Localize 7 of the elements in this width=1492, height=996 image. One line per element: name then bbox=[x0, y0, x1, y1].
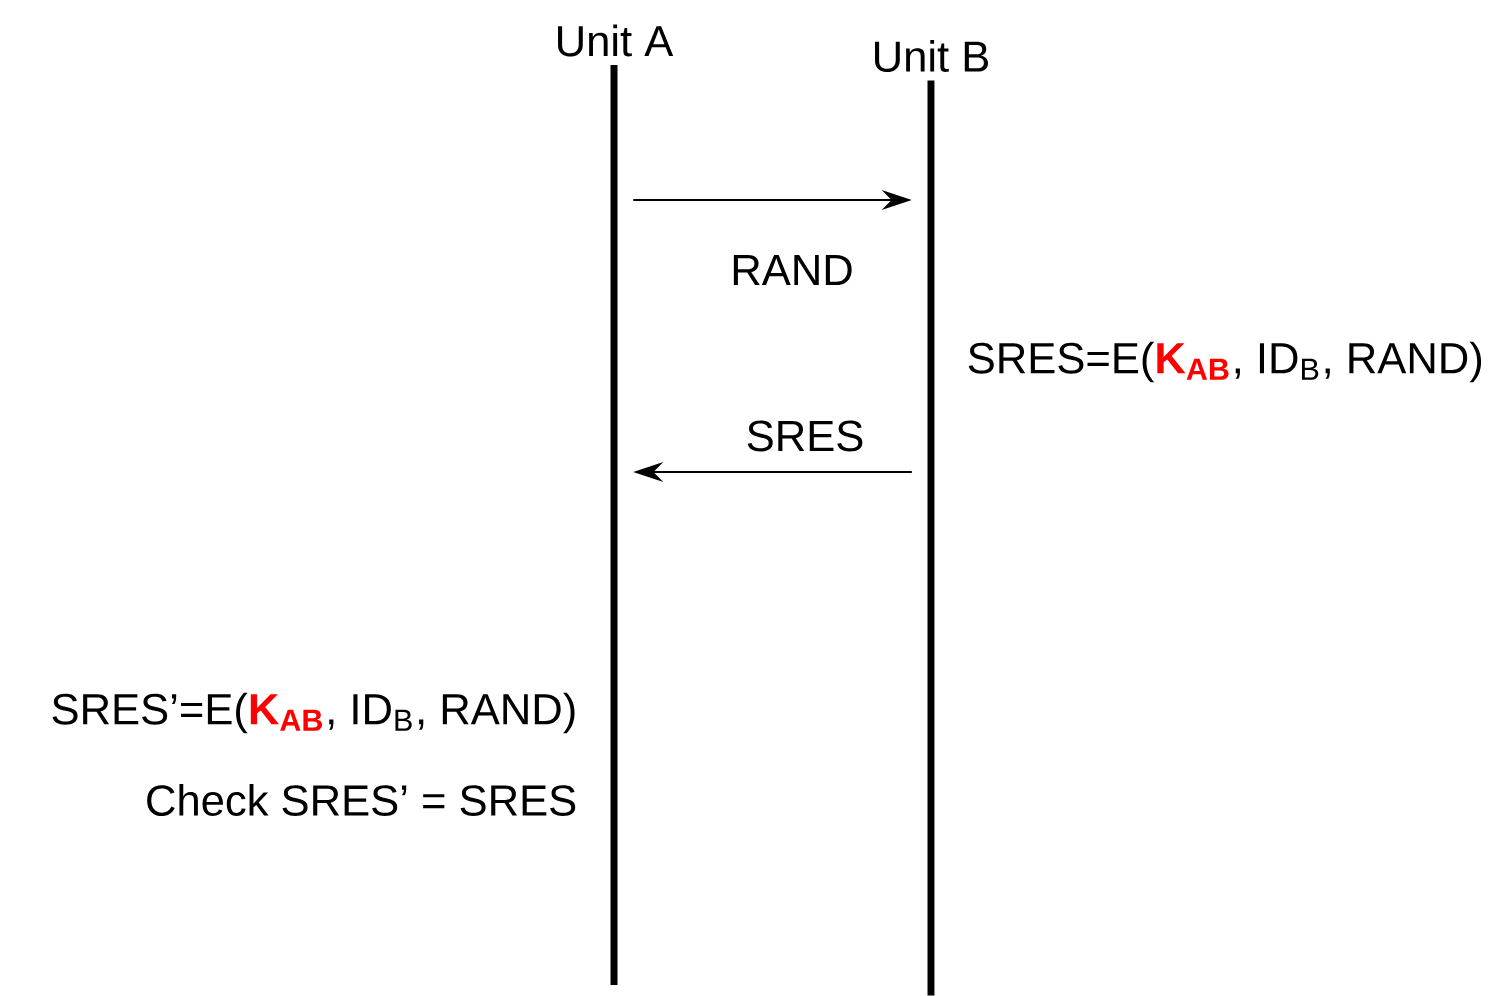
formula-text: SRES’=E(K$_{AB}$, ID$_{B}$, RAND) bbox=[52, 692, 575, 734]
node-label: Unit B bbox=[875, 40, 989, 73]
edge-label: SRES bbox=[747, 420, 863, 452]
edge-label: RAND bbox=[733, 255, 852, 285]
formula-text: SRES=E(K$_{AB}$, ID$_{B}$, RAND) bbox=[968, 341, 1482, 383]
formula-text: Check SRES’ = SRES bbox=[147, 784, 576, 816]
node-label: Unit A bbox=[558, 24, 674, 57]
